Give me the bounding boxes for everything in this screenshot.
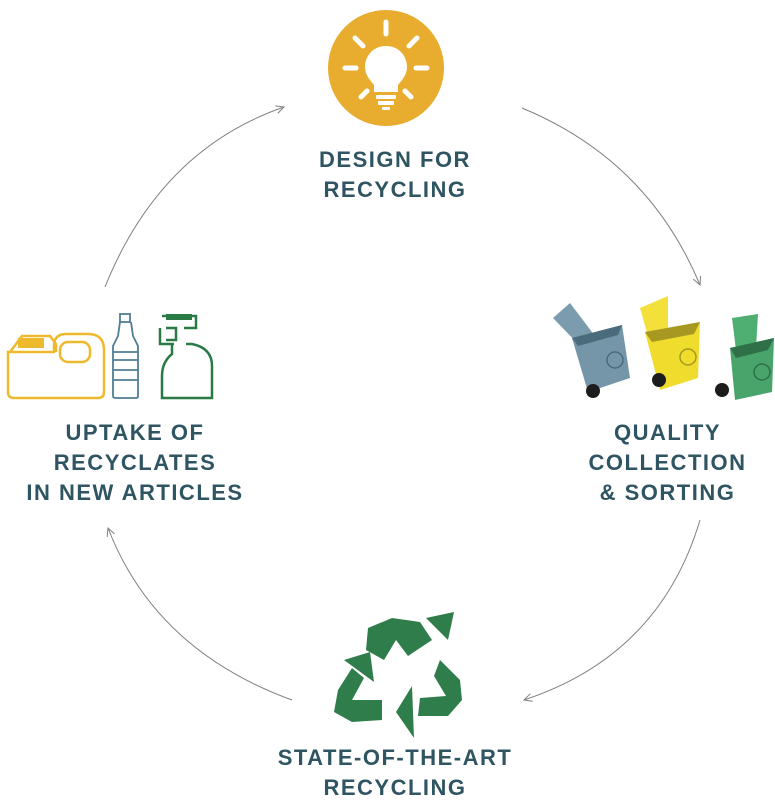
stage-label-line: UPTAKE OF: [65, 420, 205, 445]
stage-label-line: RECYCLING: [323, 177, 467, 202]
green-bin: [715, 314, 774, 400]
stage-label-line: IN NEW ARTICLES: [26, 480, 244, 505]
stage-label-line: RECYCLING: [323, 775, 467, 800]
stage-label-state: STATE-OF-THE-ART RECYCLING: [250, 743, 540, 803]
arrow-quality-to-state: [524, 519, 701, 700]
stage-label-line: & SORTING: [599, 480, 736, 505]
blue-bin: [553, 303, 630, 398]
lightbulb-icon: [328, 10, 444, 126]
recycle-icon: [334, 612, 462, 738]
yellow-bin: [640, 296, 700, 390]
stage-label-line: RECYCLATES: [53, 450, 217, 475]
stage-label-line: QUALITY: [613, 420, 722, 445]
stage-label-design: DESIGN FOR RECYCLING: [280, 145, 510, 205]
plastic-containers-icon: [6, 313, 214, 400]
spray-bottle-icon: [158, 314, 214, 400]
stage-label-line: STATE-OF-THE-ART: [277, 745, 513, 770]
arrow-uptake-to-design: [104, 107, 284, 288]
trash-bins-icon: [553, 296, 774, 400]
arrow-state-to-uptake: [108, 528, 293, 701]
stage-label-uptake: UPTAKE OF RECYCLATES IN NEW ARTICLES: [0, 418, 270, 508]
stage-label-quality: QUALITY COLLECTION & SORTING: [560, 418, 775, 508]
stage-label-line: DESIGN FOR: [319, 147, 471, 172]
arrow-design-to-quality: [521, 107, 700, 285]
stage-label-line: COLLECTION: [588, 450, 747, 475]
bottle-icon: [112, 313, 139, 399]
